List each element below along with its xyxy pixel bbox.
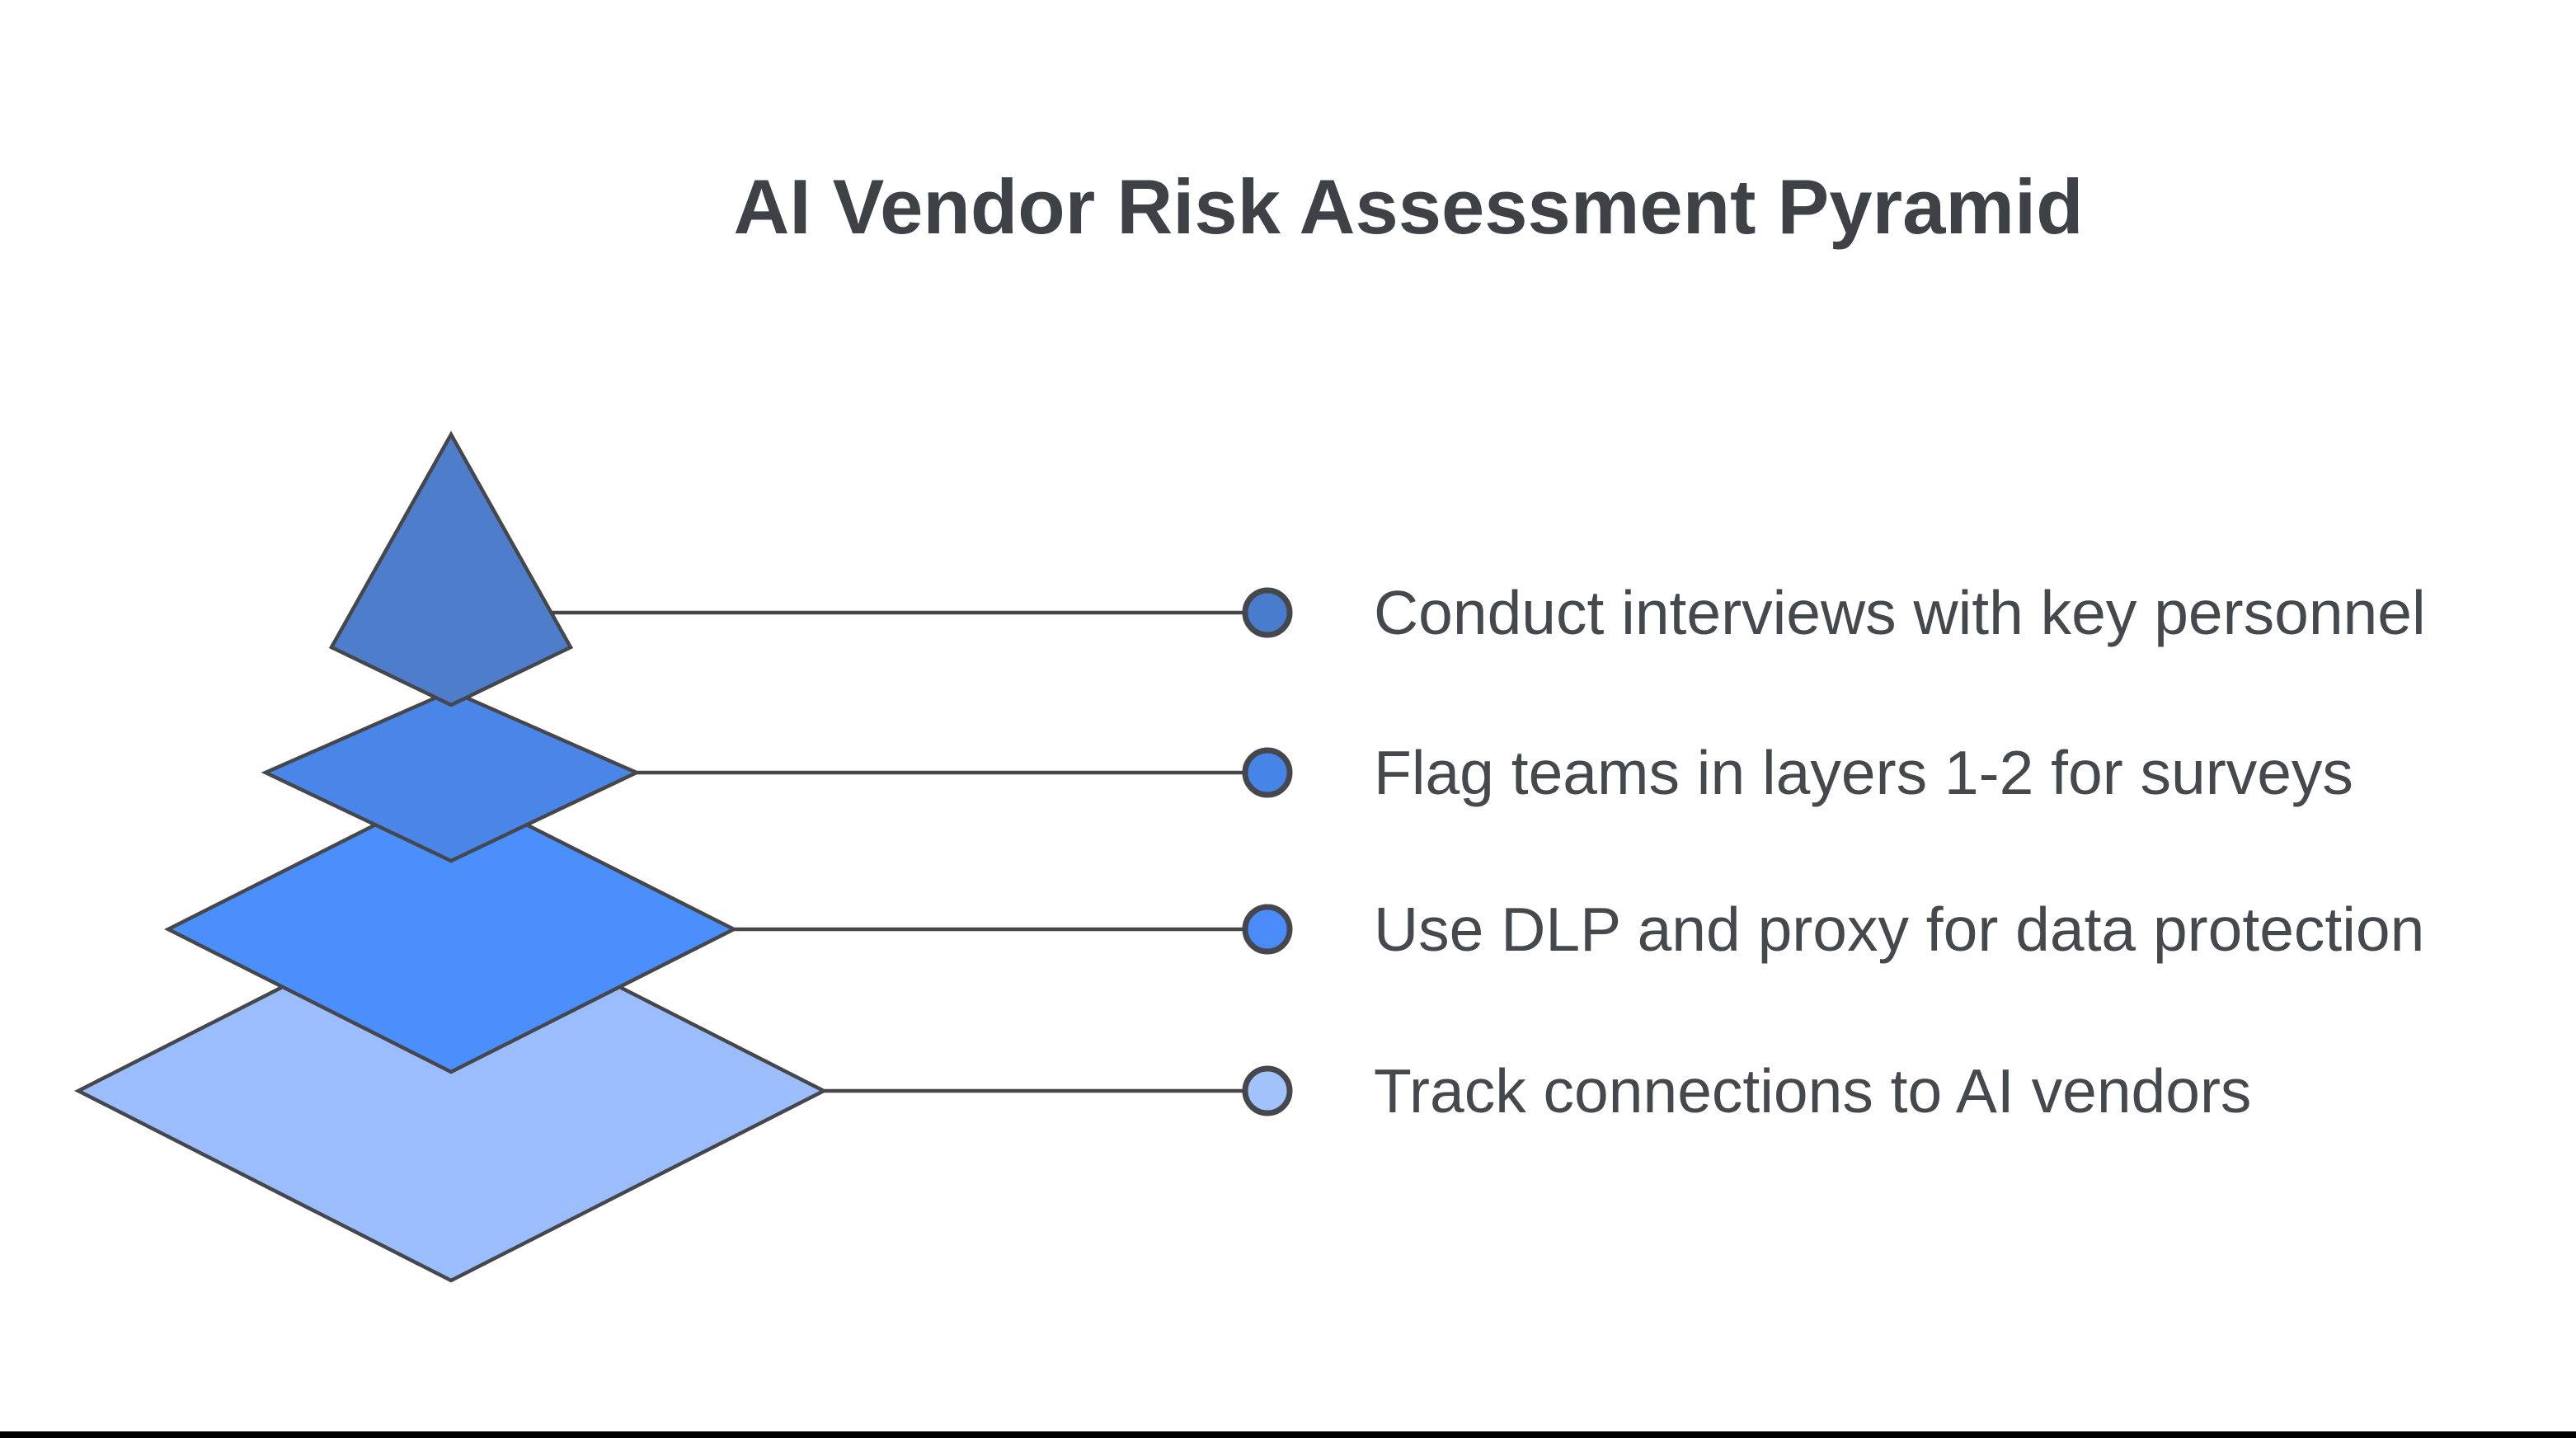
pyramid-level-2-shape: [261, 688, 642, 863]
pyramid-level-3-shape: [164, 784, 738, 1074]
bullet-dot-3: [1242, 904, 1293, 955]
level-label-4: Track connections to AI vendors: [1374, 1056, 2252, 1125]
pyramid-level-4-shape: [74, 899, 828, 1283]
page-title: AI Vendor Risk Assessment Pyramid: [733, 163, 2084, 250]
level-label-1: Conduct interviews with key personnel: [1374, 578, 2426, 647]
bullet-dot-2: [1242, 747, 1293, 798]
pyramid-level-1-shape: [328, 430, 574, 707]
level-label-3: Use DLP and proxy for data protection: [1374, 895, 2425, 964]
bullet-dot-1: [1242, 587, 1293, 638]
bullet-dot-4: [1242, 1065, 1293, 1116]
bottom-edge-bar: [0, 1431, 2576, 1438]
level-label-2: Flag teams in layers 1-2 for surveys: [1374, 738, 2353, 807]
